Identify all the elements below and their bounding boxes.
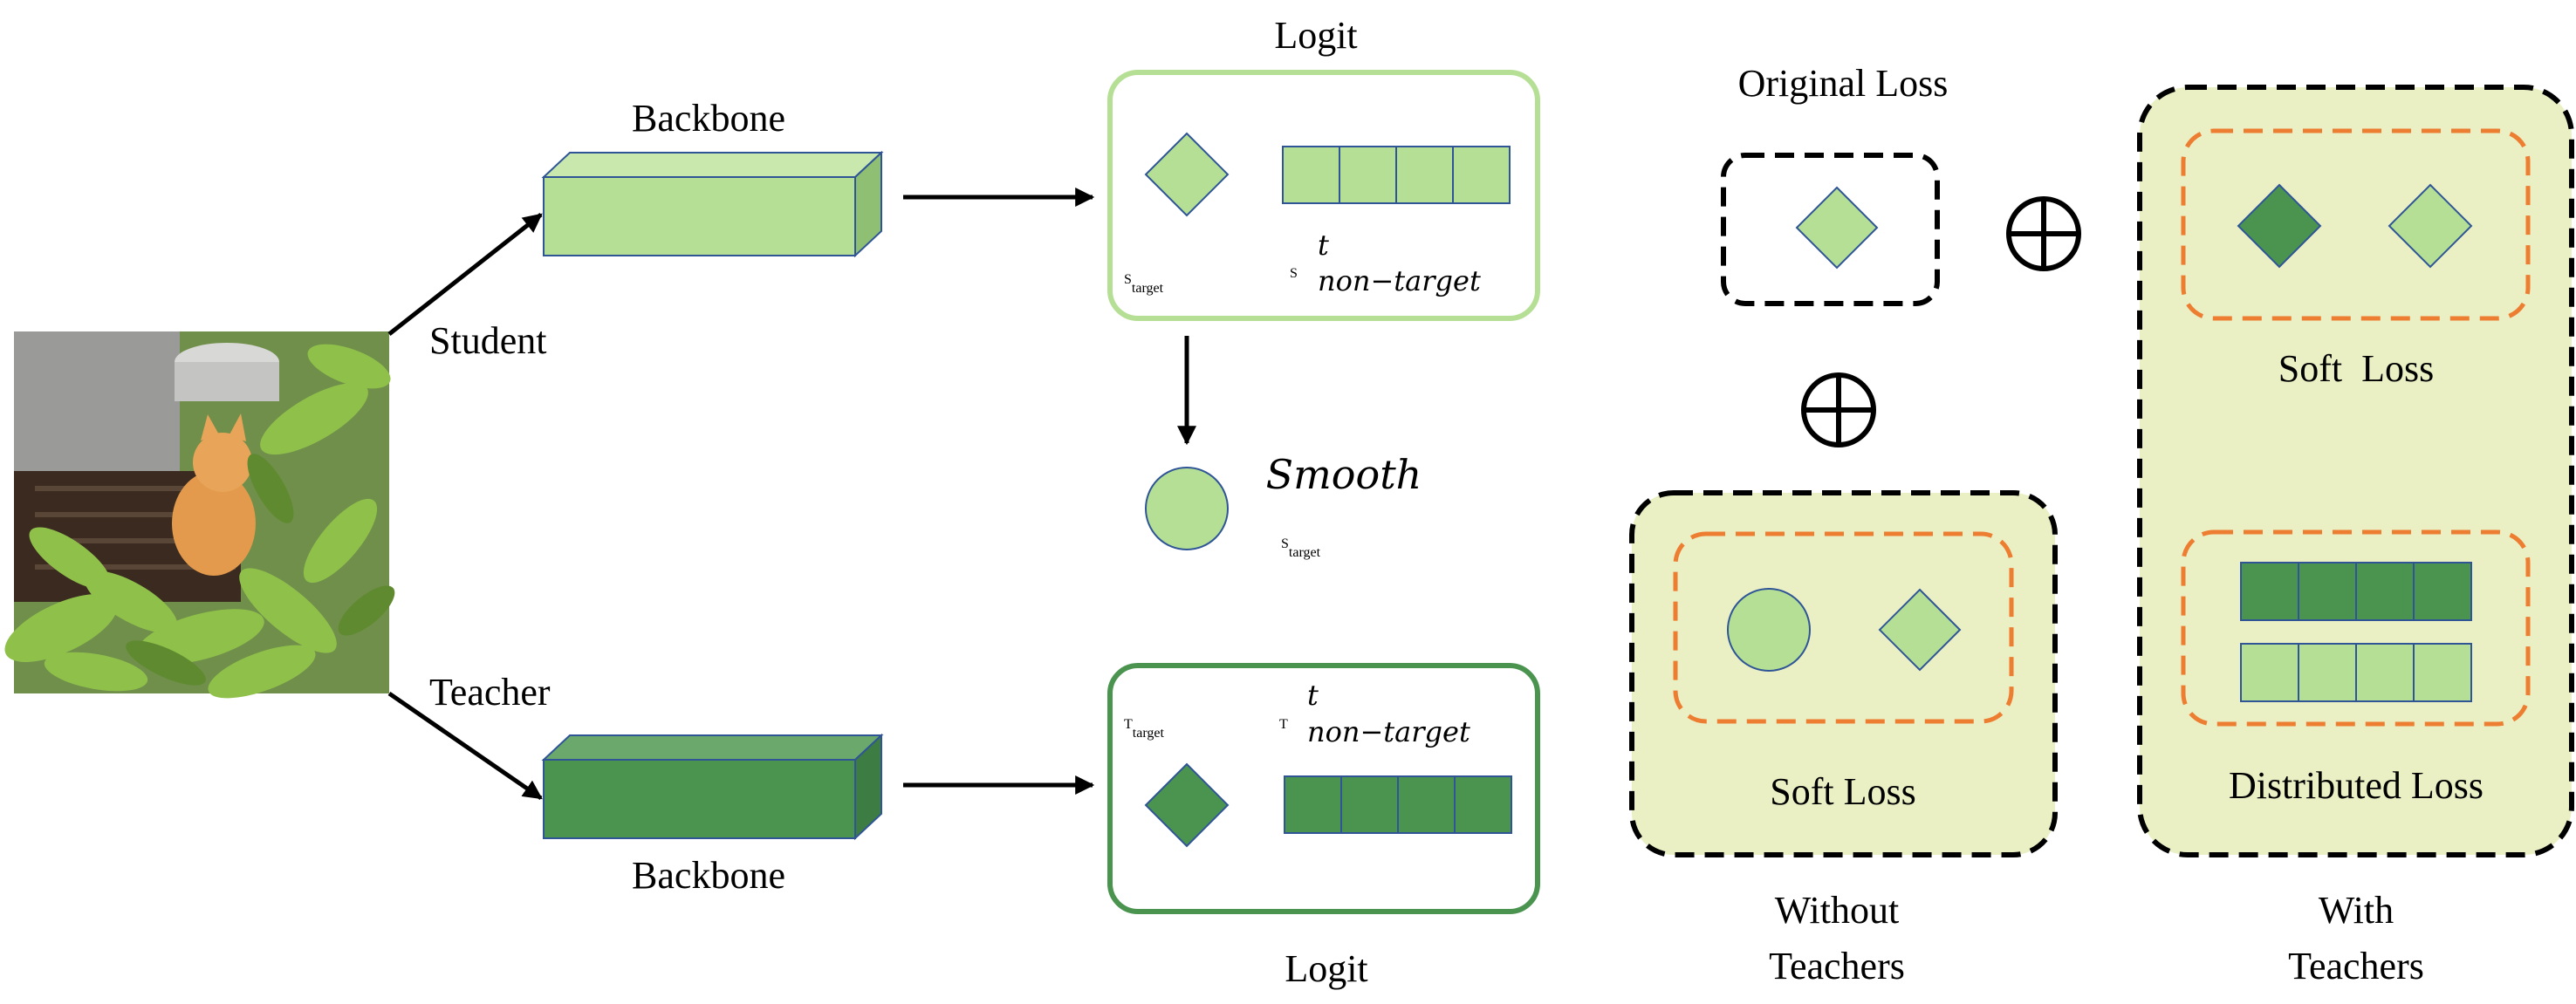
with-soft-loss-label: Soft Loss	[2278, 347, 2434, 390]
original-loss-label: Original Loss	[1738, 62, 1949, 105]
cat-photo	[4, 331, 395, 699]
without-smooth-circle	[1727, 588, 1811, 672]
original-loss-diamond	[1795, 186, 1879, 270]
with-student-diamond	[2388, 183, 2473, 269]
distributed-loss-box	[2181, 529, 2531, 727]
t-nontarget-sup: t	[1307, 679, 1319, 712]
without-soft-loss-label: Soft Loss	[1770, 770, 1915, 813]
s-nontarget-label: S	[1290, 266, 1298, 281]
with-teachers-panel	[2137, 85, 2574, 857]
student-nontarget-cells	[1282, 146, 1511, 204]
with-label-line1: With	[2319, 889, 2394, 932]
smooth-circle	[1145, 467, 1229, 550]
with-teacher-diamond	[2237, 183, 2322, 269]
student-logit-label: Logit	[1274, 14, 1357, 57]
t-nontarget-sub: non−target	[1307, 715, 1470, 748]
s-target-label: Starget	[1124, 272, 1164, 296]
without-teachers-panel	[1629, 490, 2058, 857]
teacher-arrow	[387, 691, 543, 801]
smooth-s-target: Starget	[1281, 536, 1321, 560]
s-nontarget-sub: non−target	[1318, 264, 1481, 297]
distributed-loss-label: Distributed Loss	[2229, 764, 2484, 807]
distributed-student-cells	[2240, 643, 2472, 702]
t-target-label: Ttarget	[1124, 717, 1164, 741]
student-backbone-label: Backbone	[632, 97, 785, 140]
student-target-diamond	[1144, 132, 1230, 217]
teacher-backbone	[541, 733, 884, 841]
student-arrow	[387, 213, 543, 336]
without-student-diamond	[1878, 588, 1962, 672]
s-nontarget-sup: t	[1318, 229, 1329, 262]
teacher-logit-label: Logit	[1285, 947, 1367, 990]
with-soft-loss-box	[2181, 128, 2531, 321]
without-label-line1: Without	[1775, 889, 1899, 932]
oplus-icon-right	[2006, 196, 2081, 271]
with-label-line2: Teachers	[2288, 945, 2424, 987]
smooth-word: Smooth	[1266, 451, 1422, 498]
student-label: Student	[429, 319, 546, 362]
oplus-icon-down	[1801, 372, 1876, 447]
without-soft-loss-box	[1673, 531, 2014, 724]
without-label-line2: Teachers	[1769, 945, 1905, 987]
teacher-backbone-label: Backbone	[632, 854, 785, 897]
teacher-target-diamond	[1144, 762, 1230, 848]
distributed-teacher-cells	[2240, 562, 2472, 621]
teacher-label: Teacher	[429, 671, 551, 714]
t-nontarget-label: T	[1279, 717, 1288, 732]
student-backbone	[541, 150, 884, 258]
teacher-nontarget-cells	[1284, 775, 1512, 834]
